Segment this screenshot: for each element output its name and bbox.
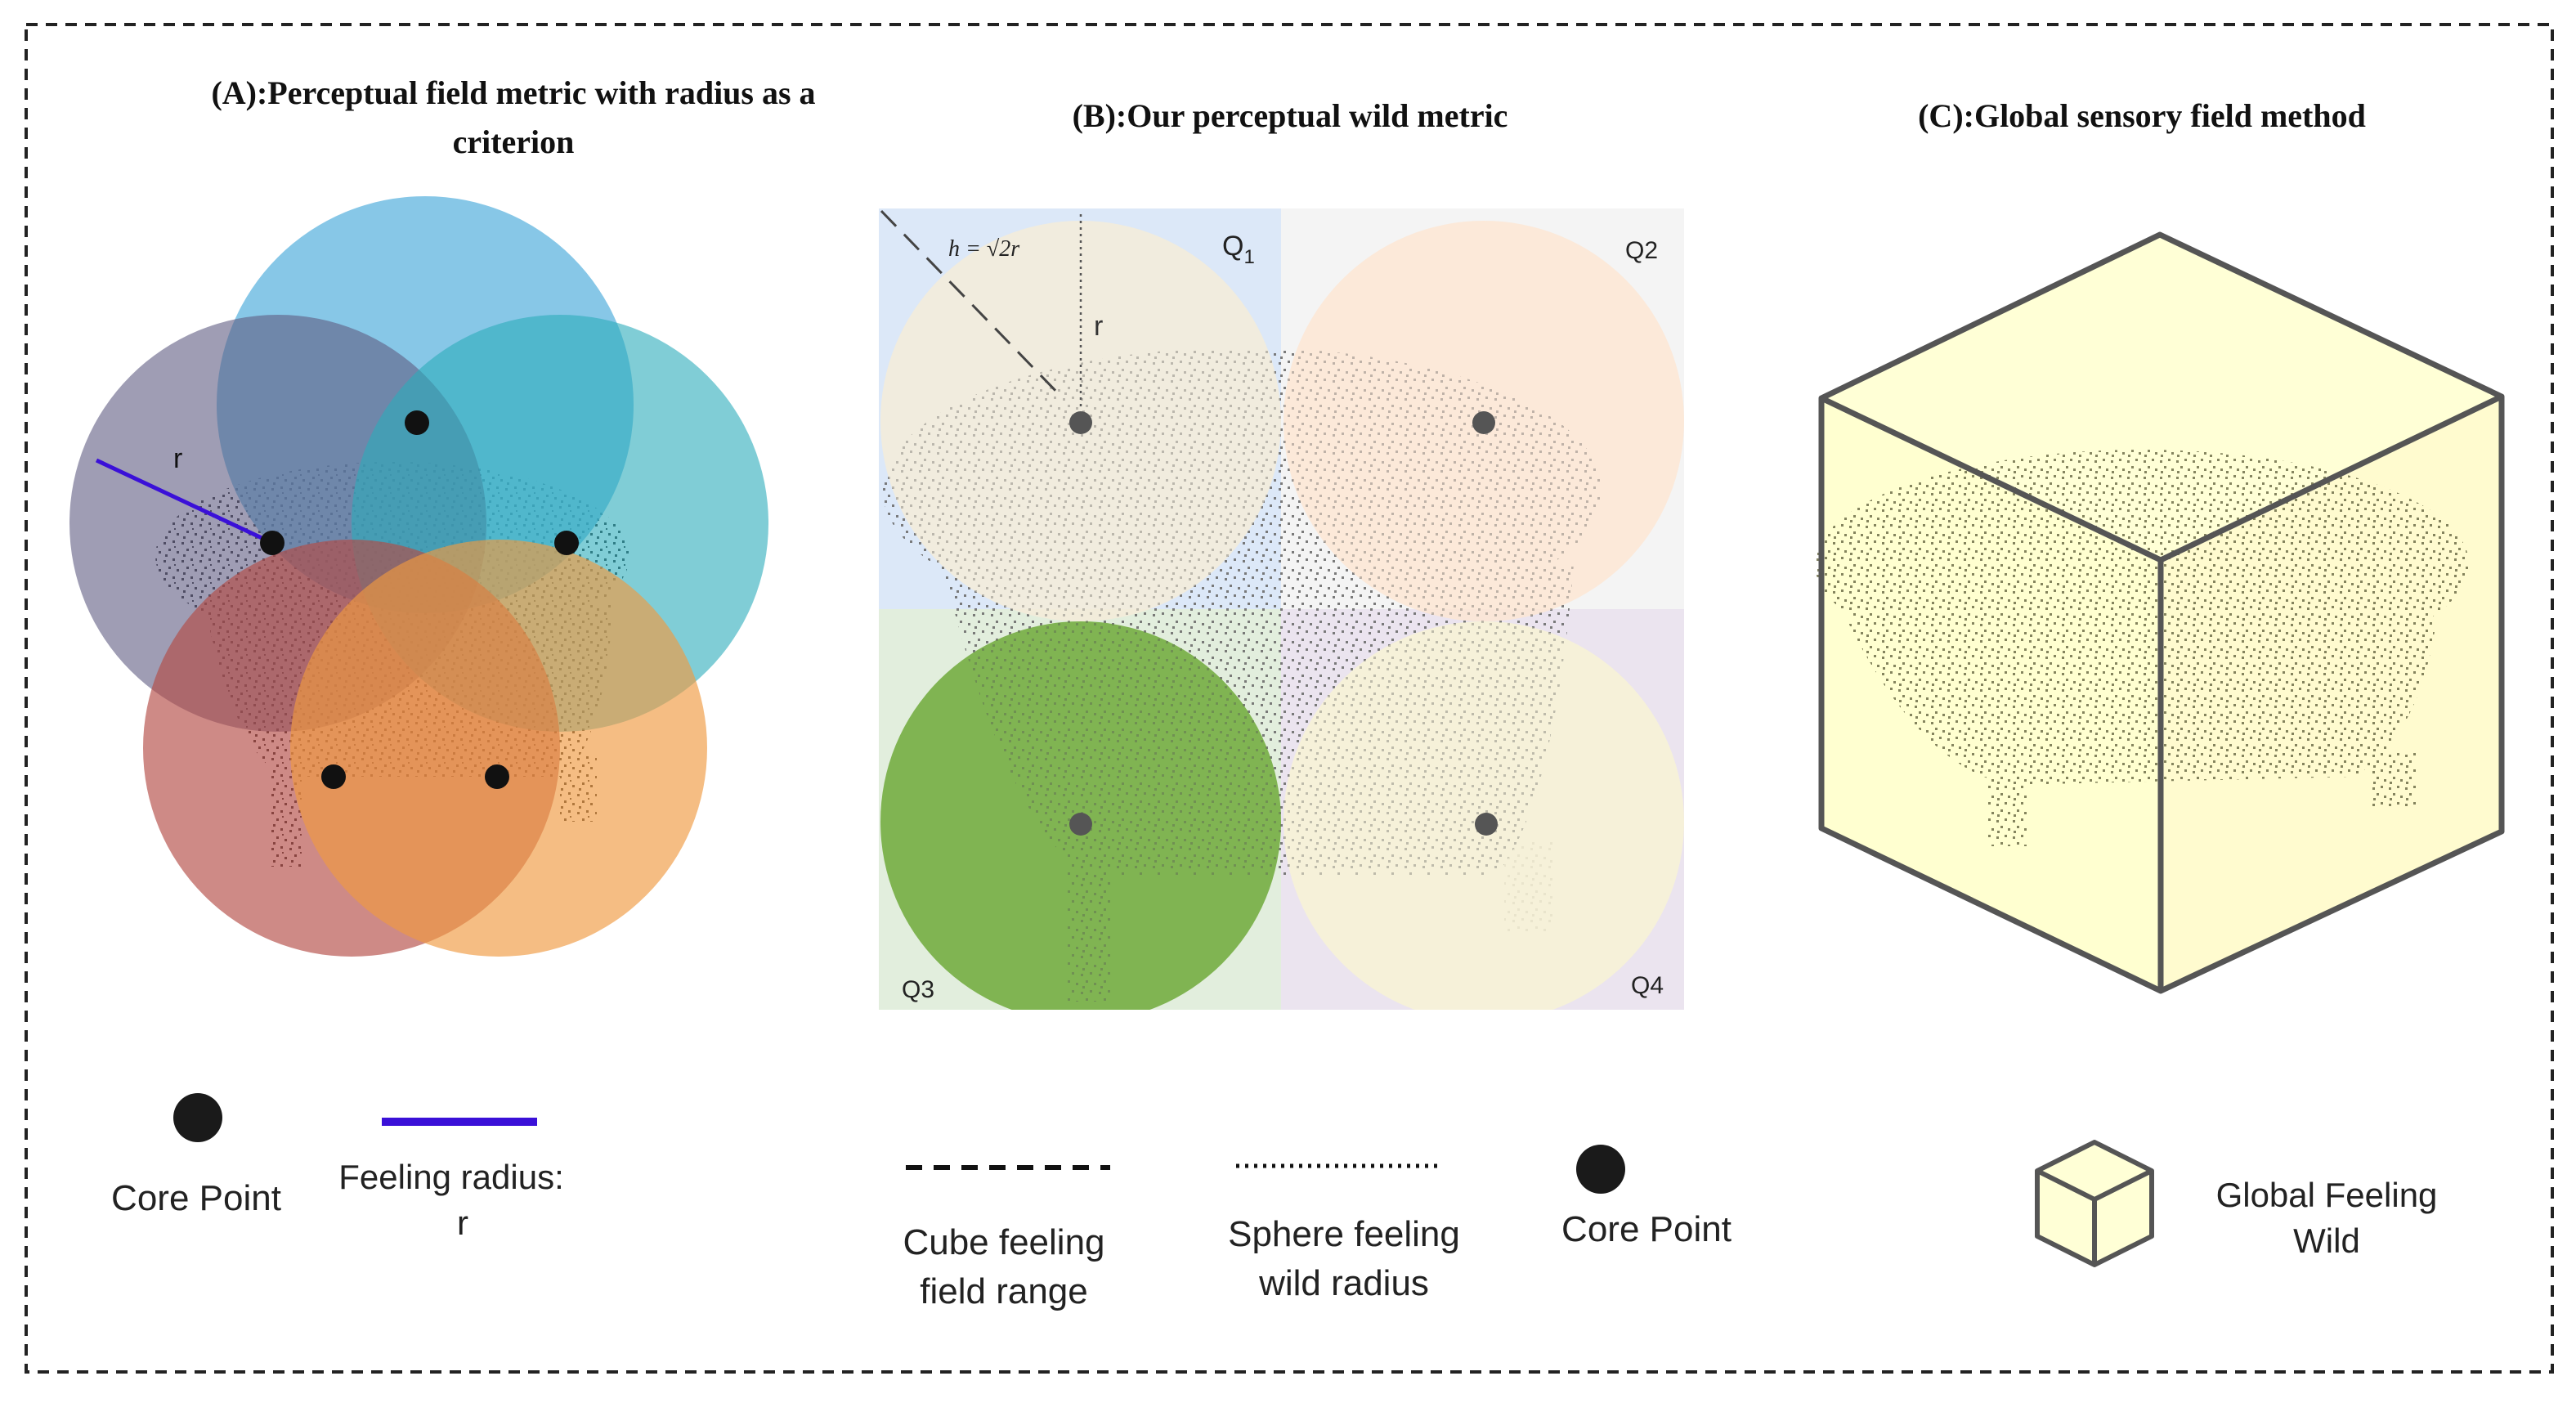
panel-a-title-line1: (A):Perceptual field metric with radius … [211, 74, 815, 111]
legend-cube-range-line2: field range [920, 1271, 1087, 1311]
panel-a-title-line2: criterion [453, 123, 575, 160]
panel-a: (A):Perceptual field metric with radius … [69, 74, 816, 957]
legend-a: Core Point Feeling radius: r [111, 1093, 564, 1242]
bathtub-point-cloud-c [1815, 450, 2469, 846]
core-point [554, 531, 579, 555]
core-point [260, 531, 284, 555]
legend-feeling-radius-line2: r [457, 1204, 468, 1242]
legend-c: Global Feeling Wild [2035, 1140, 2438, 1267]
legend-cube-range-line1: Cube feeling [903, 1222, 1104, 1262]
legend-sphere-radius-line1: Sphere feeling [1228, 1214, 1460, 1254]
core-point [485, 764, 509, 789]
core-point [1069, 813, 1092, 836]
quadrant-label-q1: Q1 [1222, 231, 1255, 268]
radius-label-b: r [1094, 311, 1103, 342]
global-cube [1815, 231, 2505, 994]
core-point [1069, 411, 1092, 434]
legend-core-point-icon [173, 1093, 222, 1142]
legend-feeling-radius-line1: Feeling radius: [338, 1158, 563, 1196]
legend-global-line1: Global Feeling [2216, 1176, 2438, 1214]
h-formula-label: h = √2r [948, 236, 1019, 262]
radius-label-a: r [173, 443, 182, 474]
legend-core-point-label: Core Point [1561, 1209, 1732, 1249]
quadrant-label-q4: Q4 [1631, 972, 1664, 999]
legend-core-point-icon [1576, 1145, 1625, 1194]
core-point [321, 764, 346, 789]
panel-b-title: (B):Our perceptual wild metric [1073, 97, 1508, 134]
field-circle-orange [290, 540, 707, 957]
legend-global-line2: Wild [2293, 1221, 2360, 1260]
panel-b: (B):Our perceptual wild metric [879, 97, 1684, 1010]
legend-cube-icon [2035, 1140, 2154, 1267]
panel-c: (C):Global sensory field method [1815, 97, 2505, 994]
core-point [1472, 411, 1495, 434]
radius-line-a [95, 458, 274, 545]
core-point [1475, 813, 1498, 836]
legend-b: Cube feeling field range Sphere feeling … [903, 1145, 1732, 1311]
legend-sphere-radius-line2: wild radius [1258, 1263, 1429, 1303]
cube-range-dashed-line [880, 209, 1064, 400]
core-point [405, 410, 429, 435]
panel-c-title: (C):Global sensory field method [1918, 97, 2366, 134]
legend-core-point-label: Core Point [111, 1178, 281, 1218]
quadrant-label-q3: Q3 [902, 976, 934, 1003]
quadrant-label-q2: Q2 [1625, 237, 1658, 264]
outer-dashed-border [25, 23, 2554, 1374]
